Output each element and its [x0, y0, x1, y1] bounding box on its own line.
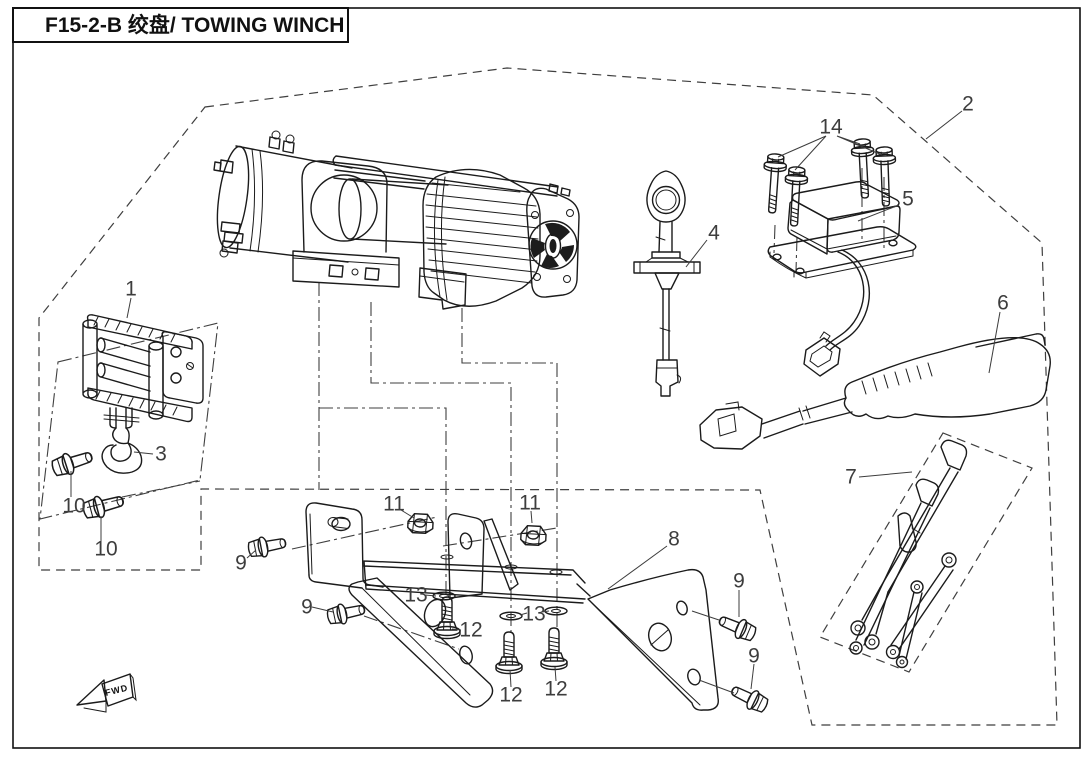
callout-9-flange-bolt: 9 — [235, 552, 247, 575]
callout-7-cable-kit: 7 — [845, 466, 857, 489]
cable-kit-box — [819, 432, 1033, 673]
fwd-label: FWD — [104, 683, 129, 698]
winch-kit-boundary — [38, 67, 1058, 726]
callout-14-relay-bolt: 14 — [819, 116, 843, 139]
callout-2-winch-kit-boundary: 2 — [962, 93, 974, 116]
callout-10-flange-bolt: 10 — [62, 495, 85, 518]
fairlead-phantom-box — [39, 322, 219, 520]
cable-kit — [849, 439, 968, 669]
mount-bracket — [305, 502, 719, 711]
fwd-arrow: FWD — [76, 673, 137, 713]
bolt-9-axis-lines — [691, 610, 735, 694]
figure-border — [12, 7, 1081, 749]
nut-11-2 — [519, 524, 548, 547]
callout-9-flange-bolt: 9 — [733, 570, 745, 593]
callout-12-flange-bolt: 12 — [544, 678, 567, 701]
bolt-9-3 — [715, 610, 759, 645]
callout-1-fairlead: 1 — [125, 278, 137, 301]
page-title: F15-2-B 绞盘/ TOWING WINCH — [45, 13, 344, 37]
centerlines — [291, 168, 885, 650]
callout-11-flange-nut: 11 — [383, 493, 405, 516]
phantom-connector — [121, 480, 201, 498]
callout-11-flange-nut: 11 — [519, 492, 541, 515]
remote-control — [699, 333, 1051, 450]
bolt-10-1 — [49, 445, 96, 480]
callout-9-flange-bolt: 9 — [301, 596, 313, 619]
callout-5-relay-box: 5 — [902, 188, 914, 211]
hook — [101, 407, 143, 474]
bolt-9-1 — [246, 532, 289, 561]
leader-lines — [70, 110, 1001, 690]
bolt-14-2 — [782, 165, 809, 228]
callout-8-mounting-plate: 8 — [668, 528, 680, 551]
bolt-12-1 — [433, 596, 461, 640]
callout-4-breather-tube: 4 — [708, 222, 720, 245]
callout-3-hook: 3 — [155, 443, 167, 466]
callout-6-remote-control: 6 — [997, 292, 1009, 315]
callout-12-flange-bolt: 12 — [499, 684, 522, 707]
breather-tube — [633, 170, 701, 397]
bolt-12-2 — [495, 631, 523, 675]
callout-12-flange-bolt: 12 — [459, 619, 482, 642]
bolt-12-3 — [540, 627, 568, 671]
fairlead — [82, 314, 204, 423]
bolt-10-2 — [80, 489, 127, 523]
bolt-9-4 — [727, 680, 772, 717]
relay-box — [767, 181, 917, 377]
callout-13-washer: 13 — [522, 603, 545, 626]
bolt-14-1 — [760, 152, 788, 215]
callout-13-washer: 13 — [404, 584, 427, 607]
winch-assembly — [213, 130, 580, 310]
title-block: F15-2-B 绞盘/ TOWING WINCH — [12, 7, 349, 43]
callout-10-flange-bolt: 10 — [94, 538, 117, 561]
callout-9-flange-bolt: 9 — [748, 645, 760, 668]
